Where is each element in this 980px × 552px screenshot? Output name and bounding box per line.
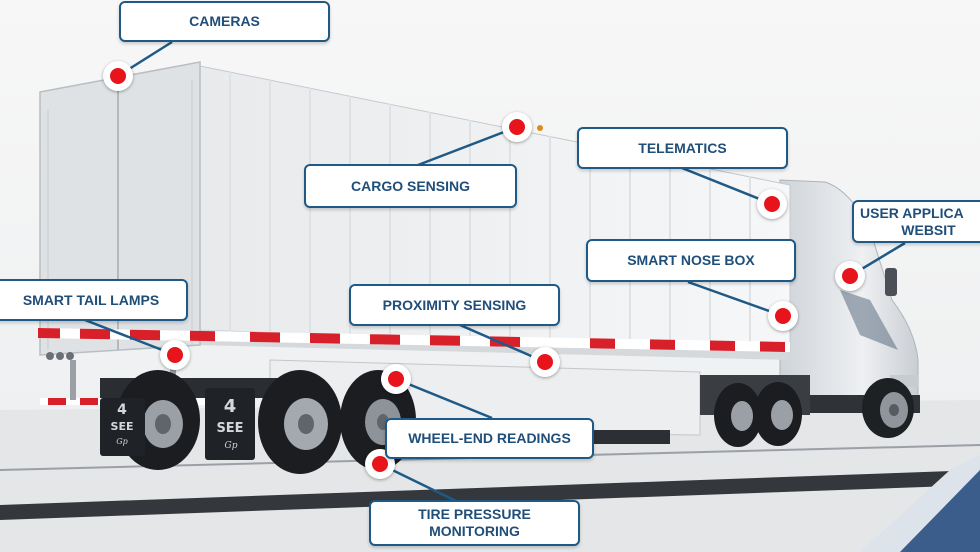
mudflap-logo-left-line2: SEE [111,420,134,433]
cargo-sensing-hotspot[interactable] [502,112,532,142]
user-app-hotspot[interactable] [835,261,865,291]
mudflap-logo-right-script: Gp [225,441,238,451]
user-app-callout[interactable]: USER APPLICA WEBSIT [852,200,980,243]
road-edge [0,470,980,520]
leader-cargo-sensing [417,125,518,167]
cameras-label: CAMERAS [189,13,260,29]
proximity-sensing-callout[interactable]: PROXIMITY SENSING [349,284,560,326]
reflective-stripe [38,328,790,352]
wheel-end-readings-label: WHEEL-END READINGS [408,430,571,446]
smart-tail-lamps-label: SMART TAIL LAMPS [22,291,160,308]
wheel-end-hotspot[interactable] [381,364,411,394]
tire-pressure-label-line2: MONITORING [429,523,520,539]
user-app-label-line2: WEBSIT [901,221,956,238]
user-app-label-line1: USER APPLICA [860,204,964,221]
mudflap-logo-left-script: Gp [116,437,128,446]
leader-smart-nose-box [687,280,784,318]
cameras-hotspot[interactable] [103,61,133,91]
proximity-sensing-label: PROXIMITY SENSING [382,296,527,313]
cargo-sensing-label: CARGO SENSING [350,177,470,194]
smart-nose-box-hotspot[interactable] [768,301,798,331]
smart-tail-lamps-hotspot[interactable] [160,340,190,370]
mudflap-logo-left-line1: 4 [117,402,127,418]
tire-pressure-callout[interactable]: TIRE PRESSURE MONITORING [369,500,580,546]
telematics-label: TELEMATICS [638,139,727,156]
drive-wheels [590,375,810,447]
truck-cab [779,179,920,438]
smart-nose-box-label: SMART NOSE BOX [627,252,755,268]
marker-light [537,125,543,131]
user-app-text: USER APPLICA WEBSIT [860,205,964,239]
wheel-end-readings-callout[interactable]: WHEEL-END READINGS [385,418,594,459]
tire-pressure-label-line1: TIRE PRESSURE [418,506,531,522]
proximity-sensing-hotspot[interactable] [530,347,560,377]
cargo-sensing-callout[interactable]: CARGO SENSING [304,164,517,208]
telematics-hotspot[interactable] [757,189,787,219]
leader-wheel-end [395,377,493,420]
mud-flaps [100,388,255,460]
smart-tail-lamps-callout[interactable]: SMART TAIL LAMPS [0,279,188,321]
corner-accent-dark [900,470,980,552]
smart-nose-box-callout[interactable]: SMART NOSE BOX [586,239,796,282]
cameras-callout[interactable]: CAMERAS [119,1,330,42]
tire-pressure-text: TIRE PRESSURE MONITORING [418,506,531,540]
telematics-callout[interactable]: TELEMATICS [577,127,788,169]
mudflap-logo-right-line1: 4 [224,396,237,417]
mudflap-logo-right-line2: SEE [216,421,243,436]
